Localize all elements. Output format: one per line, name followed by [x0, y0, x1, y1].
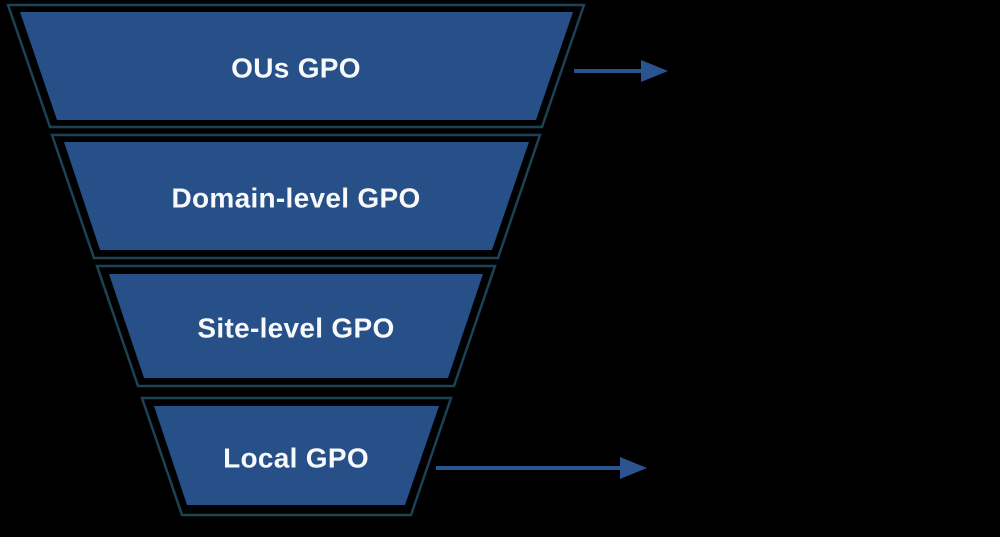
funnel-level-label: OUs GPO	[231, 53, 361, 84]
bottom-arrow-head	[620, 457, 647, 479]
funnel-level-shape	[154, 406, 439, 505]
funnel-level-shape	[20, 12, 573, 120]
funnel-level-site-gpo: Site-level GPO	[95, 264, 497, 388]
top-arrow-head	[641, 60, 668, 82]
funnel-level-ous-gpo: OUs GPO	[6, 3, 586, 129]
funnel-level-outline	[95, 264, 497, 388]
funnel-level-shape	[64, 142, 529, 250]
funnel-level-label: Site-level GPO	[197, 313, 394, 344]
funnel-level-shape	[109, 274, 483, 378]
funnel-level-label: Domain-level GPO	[171, 183, 420, 214]
funnel-level-outline	[6, 3, 586, 129]
funnel-level-domain-gpo: Domain-level GPO	[50, 133, 542, 260]
funnel-level-outline	[140, 396, 453, 517]
funnel-level-outline	[50, 133, 542, 260]
bottom-arrow-icon	[436, 457, 647, 479]
funnel-level-label: Local GPO	[223, 443, 369, 474]
funnel-level-local-gpo: Local GPO	[140, 396, 453, 517]
top-arrow-icon	[574, 60, 668, 82]
